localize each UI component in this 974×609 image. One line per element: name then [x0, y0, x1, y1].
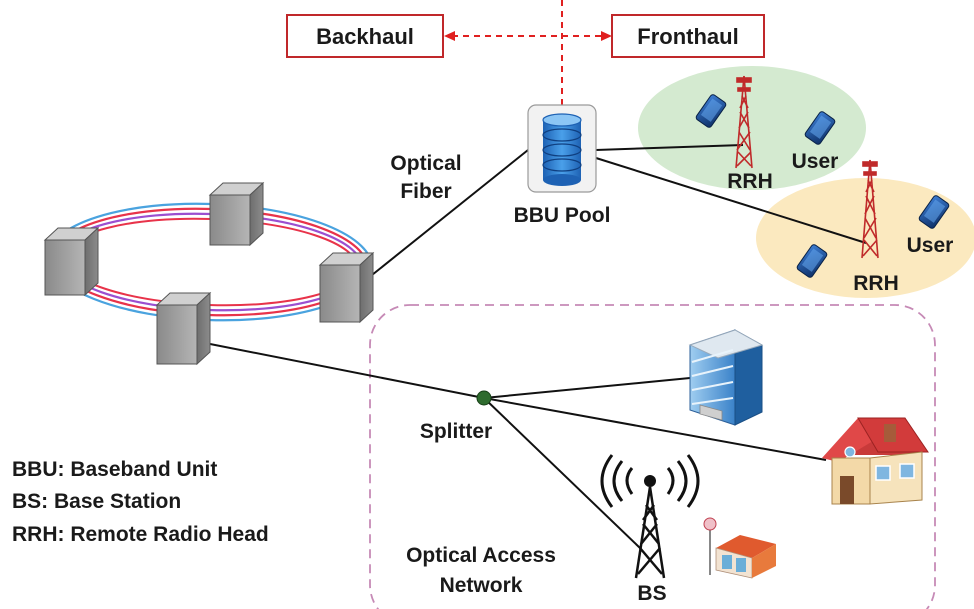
house-icon	[822, 417, 929, 505]
optical-fiber-label-line1: Optical	[390, 152, 461, 175]
optical-access-network-label-line1: Optical Access	[406, 544, 556, 567]
fronthaul-box: Fronthaul	[611, 14, 765, 58]
fiber-links	[204, 144, 867, 549]
office-building-icon	[688, 329, 764, 426]
fiber-ring-to-splitter	[204, 342, 485, 399]
legend-item-bs: BS: Base Station	[12, 490, 181, 513]
ring-node-left	[43, 226, 100, 297]
rrh-tower-right-icon	[861, 159, 879, 259]
user-phone-icon	[804, 111, 836, 145]
optical-access-network-area	[369, 304, 936, 609]
fronthaul-label: Fronthaul	[637, 24, 738, 49]
splitter-node-icon	[476, 390, 492, 406]
fronthaul-link-rrh-right	[595, 157, 867, 244]
optical-fiber-label-line2: Fiber	[400, 180, 451, 203]
user-label-right: User	[907, 234, 954, 257]
user-phone-icon	[695, 94, 727, 128]
legend-item-rrh: RRH: Remote Radio Head	[12, 523, 269, 546]
backhaul-box: Backhaul	[286, 14, 444, 58]
arrowhead-left-icon	[444, 31, 455, 41]
user-label-top: User	[792, 150, 839, 173]
fiber-ring-to-bbu	[371, 149, 529, 276]
bbu-pool-icon	[527, 104, 597, 193]
backhaul-fronthaul-connector	[444, 0, 612, 108]
rrh-label-right: RRH	[853, 272, 899, 295]
optical-access-network-label-line2: Network	[440, 574, 523, 597]
ring-node-bottom	[155, 291, 212, 366]
splitter-to-building	[483, 377, 691, 399]
ring-node-top	[208, 181, 265, 247]
legend-item-bbu: BBU: Baseband Unit	[12, 458, 217, 481]
backhaul-label: Backhaul	[316, 24, 414, 49]
splitter-label: Splitter	[420, 420, 492, 443]
rrh-tower-top-icon	[735, 75, 753, 169]
abbreviation-legend: BBU: Baseband Unit BS: Base Station RRH:…	[12, 458, 269, 546]
rrh-label-top: RRH	[727, 170, 773, 193]
user-phone-icon	[796, 244, 828, 278]
user-phone-icon	[918, 195, 950, 229]
shop-icon	[703, 517, 776, 579]
cell-coverage-green	[638, 66, 866, 190]
bs-tower-icon	[600, 454, 700, 579]
bs-label: BS	[637, 582, 666, 605]
fronthaul-link-rrh-top	[595, 144, 744, 151]
bbu-pool-label: BBU Pool	[514, 204, 611, 227]
ring-node-right	[318, 251, 375, 324]
splitter-to-house	[483, 397, 827, 461]
arrowhead-right-icon	[601, 31, 612, 41]
splitter-to-bs	[483, 397, 641, 549]
